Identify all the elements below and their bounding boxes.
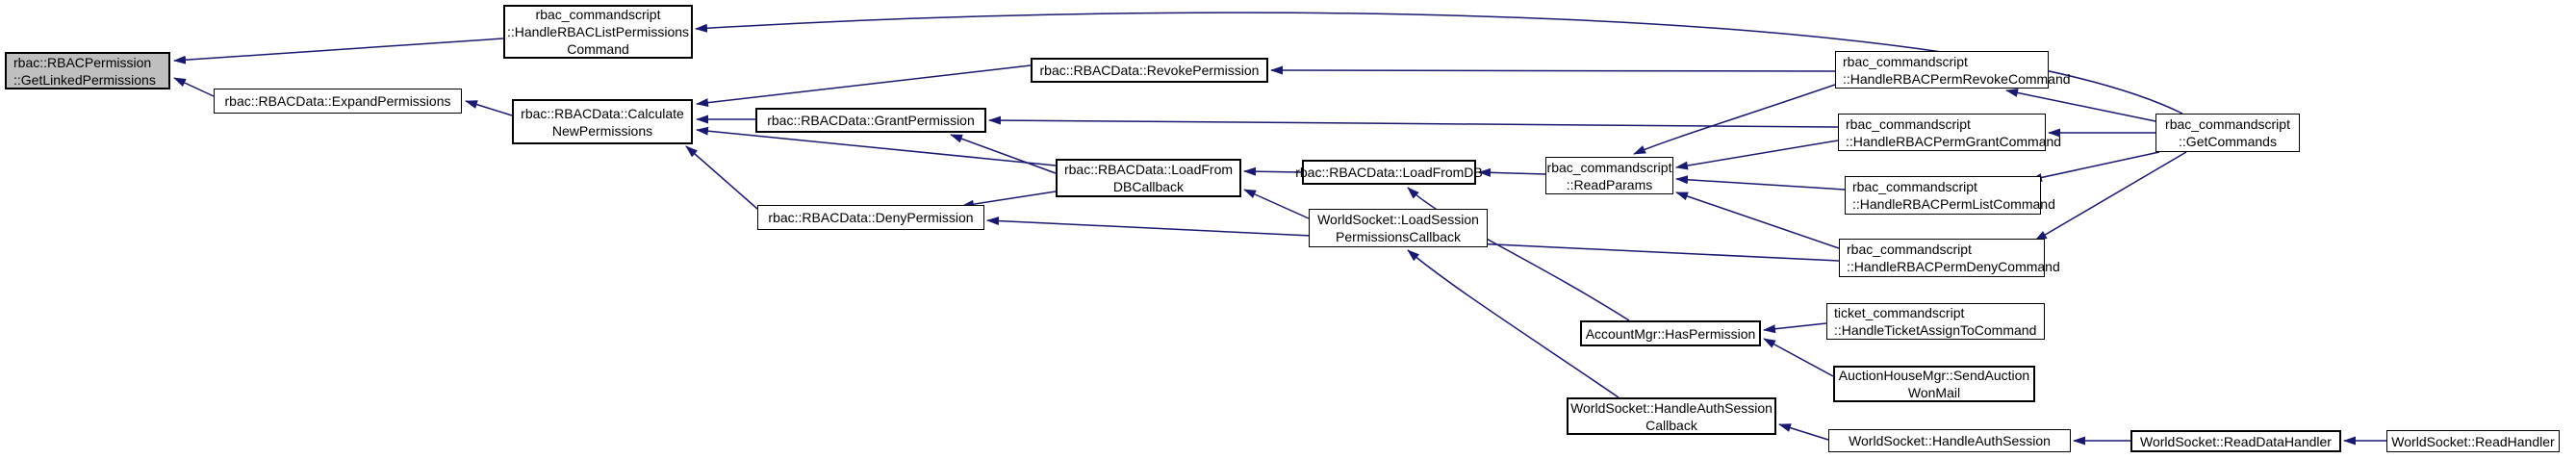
- node-label-line: rbac_commandscript: [2165, 116, 2290, 132]
- node-label-line: rbac_commandscript: [1846, 115, 1971, 132]
- node-label-line: rbac::RBACData::GrantPermission: [767, 113, 975, 128]
- node-label-line: ::HandleRBACPermRevokeCommand: [1843, 70, 2071, 87]
- node-label-line: rbac_commandscript: [1847, 242, 1972, 257]
- node-label-line: ticket_commandscript: [1834, 305, 1965, 320]
- node-label-line: rbac::RBACPermission: [13, 54, 152, 70]
- node-label-line: ::HandleRBACListPermissions: [506, 24, 690, 39]
- edge-get-commands--handle-rbac-perm-list-command: [2029, 151, 2160, 182]
- edge-handle-rbac-perm-deny-command--read-params: [1675, 191, 1840, 249]
- edge-handle-rbac-perm-grant-command--grant-permission: [988, 115, 1839, 128]
- node-label-line: ::HandleRBACPermGrantCommand: [1846, 133, 2062, 149]
- node-label-line: WorldSocket::HandleAuthSession: [1570, 399, 1773, 416]
- node-label-line: rbac::RBACData::DenyPermission: [768, 210, 974, 225]
- node-label-line: WorldSocket::ReadHandler: [2391, 433, 2555, 449]
- node-label-line: AccountMgr::HasPermission: [1585, 325, 1756, 342]
- node-label-line: rbac::RBACData::Calculate: [521, 105, 684, 121]
- edge-handle-rbac-perm-revoke-command--read-params: [1633, 84, 1836, 155]
- edge-handle-rbac-perm-revoke-command--revoke-permission: [1270, 65, 1836, 75]
- node-label-line: ::HandleRBACPermDenyCommand: [1847, 259, 2060, 274]
- node-get-commands[interactable]: rbac_commandscript::GetCommands: [2155, 114, 2300, 152]
- node-load-from-db[interactable]: rbac::RBACData::LoadFromDB: [1295, 160, 1483, 185]
- node-label-line: WonMail: [1907, 385, 1961, 400]
- node-label-line: DBCallback: [1112, 179, 1185, 194]
- node-read-handler[interactable]: WorldSocket::ReadHandler: [2386, 430, 2560, 452]
- node-label-line: rbac::RBACData::LoadFrom: [1063, 162, 1234, 177]
- edge-load-from-db--load-from-db-callback: [1243, 166, 1303, 176]
- edge-load-from-db-callback--grant-permission: [950, 134, 1057, 174]
- node-revoke-permission[interactable]: rbac::RBACData::RevokePermission: [1031, 58, 1268, 83]
- node-label-line: rbac_commandscript: [1843, 53, 1968, 69]
- edge-revoke-permission--calculate-new-permissions: [696, 64, 1032, 108]
- edge-group: [173, 12, 2386, 446]
- edge-load-from-db-callback--calculate-new-permissions: [696, 126, 1057, 166]
- edge-load-session-permissions-callback--load-from-db-callback: [1243, 189, 1310, 219]
- node-label-line: Callback: [1645, 417, 1697, 433]
- node-label-line: PermissionsCallback: [1336, 229, 1461, 244]
- edge-handle-auth-session-callback--load-session-permissions-callback: [1407, 249, 1620, 398]
- node-label-line: ::GetCommands: [2179, 134, 2277, 149]
- edge-deny-permission--calculate-new-permissions: [685, 145, 758, 210]
- node-label-line: rbac_commandscript: [1546, 159, 1672, 175]
- node-label-line: Command: [567, 41, 629, 57]
- node-label-line: WorldSocket::HandleAuthSession: [1849, 433, 2051, 448]
- node-handle-rbac-perm-deny-command[interactable]: rbac_commandscript::HandleRBACPermDenyCo…: [1839, 239, 2060, 277]
- node-label-line: ::ReadParams: [1566, 176, 1653, 192]
- node-label-line: rbac::RBACData::RevokePermission: [1039, 63, 1260, 78]
- node-label-line: WorldSocket::ReadDataHandler: [2140, 433, 2332, 449]
- node-label-line: rbac::RBACData::LoadFromDB: [1295, 165, 1483, 180]
- edge-read-params--load-from-db: [1478, 167, 1546, 177]
- edge-calculate-new-permissions--expand-permissions: [465, 100, 513, 116]
- node-label-line: NewPermissions: [551, 122, 653, 139]
- node-label-line: AuctionHouseMgr::SendAuction: [1838, 368, 2030, 383]
- edge-has-permission--load-from-db: [1407, 187, 1630, 321]
- edge-handle-rbac-list-permissions-command--get-linked-permissions: [173, 38, 504, 64]
- node-handle-rbac-perm-revoke-command[interactable]: rbac_commandscript::HandleRBACPermRevoke…: [1835, 51, 2071, 89]
- edge-get-commands--handle-rbac-perm-deny-command: [2034, 151, 2187, 242]
- edge-load-from-db-callback--deny-permission: [961, 191, 1057, 209]
- node-handle-rbac-list-permissions-command[interactable]: rbac_commandscript::HandleRBACListPermis…: [503, 5, 693, 59]
- edge-handle-rbac-perm-grant-command--read-params: [1675, 140, 1839, 170]
- edge-handle-ticket-assign-to-command--has-permission: [1763, 322, 1827, 334]
- node-has-permission[interactable]: AccountMgr::HasPermission: [1580, 320, 1761, 346]
- edge-expand-permissions--get-linked-permissions: [173, 77, 215, 97]
- node-get-linked-permissions: rbac::RBACPermission::GetLinkedPermissio…: [5, 52, 170, 89]
- edge-handle-auth-session--handle-auth-session-callback: [1778, 423, 1829, 441]
- node-read-data-handler[interactable]: WorldSocket::ReadDataHandler: [2130, 430, 2341, 452]
- node-label-line: WorldSocket::LoadSession: [1317, 212, 1479, 227]
- node-label-line: ::HandleRBACPermListCommand: [1852, 196, 2055, 212]
- node-deny-permission[interactable]: rbac::RBACData::DenyPermission: [757, 205, 984, 230]
- node-label-line: rbac_commandscript: [1852, 179, 1977, 194]
- node-handle-rbac-perm-list-command[interactable]: rbac_commandscript::HandleRBACPermListCo…: [1845, 176, 2055, 215]
- edge-handle-rbac-perm-list-command--read-params: [1675, 175, 1846, 191]
- node-read-params[interactable]: rbac_commandscript::ReadParams: [1545, 157, 1673, 194]
- node-label-line: ::HandleTicketAssignToCommand: [1834, 322, 2037, 338]
- node-handle-auth-session[interactable]: WorldSocket::HandleAuthSession: [1828, 429, 2071, 452]
- node-handle-ticket-assign-to-command[interactable]: ticket_commandscript::HandleTicketAssign…: [1826, 303, 2045, 340]
- node-label-line: rbac_commandscript: [535, 7, 661, 22]
- node-handle-rbac-perm-grant-command[interactable]: rbac_commandscript::HandleRBACPermGrantC…: [1838, 114, 2061, 151]
- edge-get-commands--handle-rbac-list-permissions-command: [695, 12, 2183, 115]
- edge-send-auction-won-mail--has-permission: [1763, 338, 1834, 377]
- node-label-line: ::GetLinkedPermissions: [13, 71, 156, 88]
- node-expand-permissions[interactable]: rbac::RBACData::ExpandPermissions: [214, 89, 462, 114]
- edge-get-commands--handle-rbac-perm-revoke-command: [2005, 89, 2156, 122]
- node-label-line: rbac::RBACData::ExpandPermissions: [224, 93, 451, 109]
- node-grant-permission[interactable]: rbac::RBACData::GrantPermission: [755, 108, 986, 133]
